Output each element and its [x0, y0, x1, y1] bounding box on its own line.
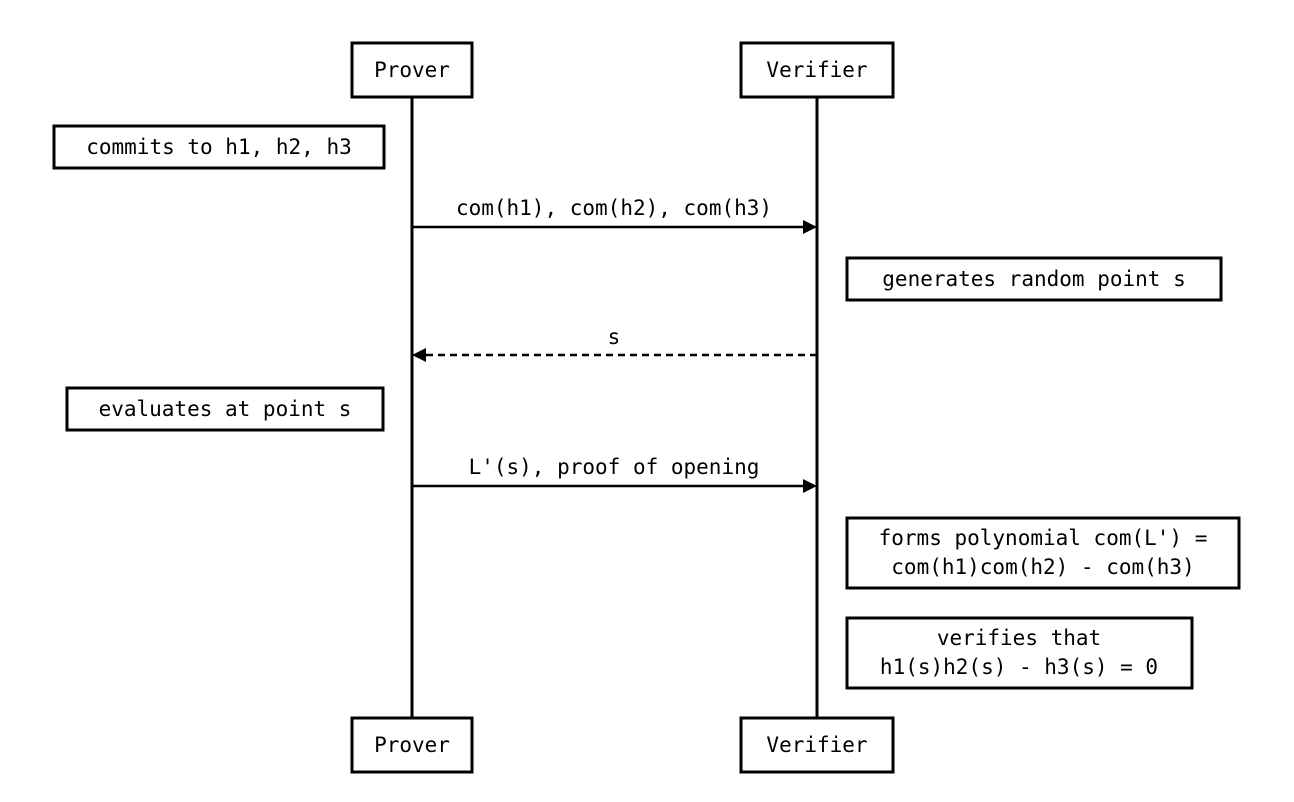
message-opening-arrowhead — [803, 479, 817, 493]
verifier-participant-top-label: Verifier — [766, 58, 867, 82]
message-challenge: s — [412, 325, 817, 362]
prover-participant-bottom-label: Prover — [374, 733, 450, 757]
message-commitments-label: com(h1), com(h2), com(h3) — [456, 196, 772, 220]
note-verifier-forms-line1: forms polynomial com(L') = — [879, 526, 1208, 550]
verifier-participant-top: Verifier — [739, 41, 895, 99]
note-prover-commits: commits to h1, h2, h3 — [52, 124, 386, 170]
prover-participant-top-label: Prover — [374, 58, 450, 82]
message-challenge-label: s — [608, 325, 621, 349]
note-verifier-verifies-line2: h1(s)h2(s) - h3(s) = 0 — [880, 655, 1158, 679]
message-commitments: com(h1), com(h2), com(h3) — [412, 196, 817, 234]
note-verifier-verifies: verifies that h1(s)h2(s) - h3(s) = 0 — [845, 616, 1194, 690]
verifier-participant-bottom-label: Verifier — [766, 733, 867, 757]
note-verifier-generates: generates random point s — [845, 256, 1223, 302]
note-verifier-forms-line2: com(h1)com(h2) - com(h3) — [891, 555, 1194, 579]
note-verifier-forms: forms polynomial com(L') = com(h1)com(h2… — [845, 516, 1241, 590]
message-opening: L'(s), proof of opening — [412, 455, 817, 493]
prover-participant-bottom: Prover — [350, 716, 474, 774]
message-challenge-arrowhead — [412, 348, 426, 362]
note-prover-commits-text: commits to h1, h2, h3 — [86, 135, 352, 159]
prover-participant-top: Prover — [350, 41, 474, 99]
verifier-participant-bottom: Verifier — [739, 716, 895, 774]
message-commitments-arrowhead — [803, 220, 817, 234]
note-prover-evaluates-text: evaluates at point s — [99, 397, 352, 421]
message-opening-label: L'(s), proof of opening — [469, 455, 760, 479]
note-prover-evaluates: evaluates at point s — [65, 386, 385, 432]
note-verifier-generates-text: generates random point s — [882, 267, 1185, 291]
note-verifier-verifies-line1: verifies that — [937, 626, 1101, 650]
